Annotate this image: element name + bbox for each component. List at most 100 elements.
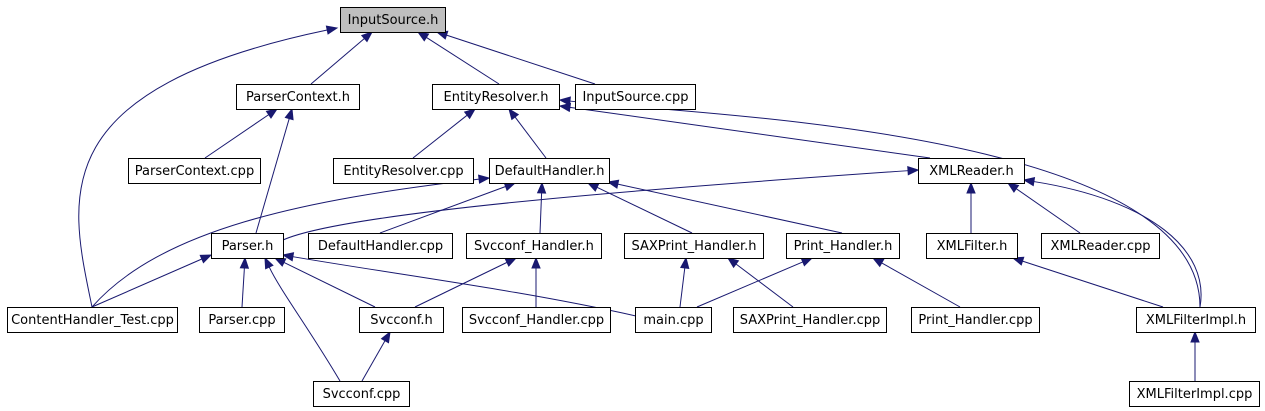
node-parsercontext-h[interactable]: ParserContext.h	[236, 84, 360, 110]
arrowhead-icon	[504, 257, 518, 267]
node-entityresolver-h[interactable]: EntityResolver.h	[432, 84, 560, 110]
edge-line	[414, 261, 508, 308]
arrowhead-icon	[265, 108, 279, 119]
edge-line	[78, 29, 328, 308]
edge-xmlfilterimpl-h-to-entityresolver-h	[558, 96, 1201, 308]
edge-line	[204, 114, 270, 159]
node-contenthandler-test-cpp[interactable]: ContentHandler_Test.cpp	[7, 307, 178, 333]
edge-xmlreader-cpp-to-xmlreader-h	[1006, 182, 1081, 234]
node-defaulthandler-h[interactable]: DefaultHandler.h	[489, 158, 610, 184]
node-svcconf-h[interactable]: Svcconf.h	[359, 307, 444, 333]
node-box	[575, 84, 696, 110]
node-label: DefaultHandler.cpp	[318, 239, 443, 254]
node-box	[128, 158, 261, 184]
node-inputsource-cpp[interactable]: InputSource.cpp	[575, 84, 696, 110]
node-box	[624, 233, 764, 259]
arrowhead-icon	[800, 257, 814, 267]
node-label: Svcconf_Handler.cpp	[469, 313, 604, 328]
arrowhead-icon	[325, 25, 339, 35]
arrowhead-icon	[360, 31, 374, 43]
edge-line	[569, 100, 1201, 308]
arrowhead-icon	[264, 256, 274, 270]
node-parsercontext-cpp[interactable]: ParserContext.cpp	[128, 158, 261, 184]
arrowhead-icon	[586, 182, 600, 192]
edge-parser-cpp-to-parser-h	[239, 256, 250, 308]
node-label: Svcconf.h	[370, 313, 432, 328]
edge-main-cpp-to-parser-h	[281, 252, 637, 317]
edge-contenthandler-test-cpp-to-defaulthandler-h	[91, 174, 491, 308]
edge-line	[514, 116, 547, 159]
arrowhead-icon	[558, 102, 572, 113]
node-parser-cpp[interactable]: Parser.cpp	[199, 307, 285, 333]
arrowhead-icon	[273, 257, 287, 267]
edge-line	[292, 256, 637, 317]
edge-line	[1015, 188, 1081, 234]
arrowhead-icon	[1190, 330, 1200, 343]
node-xmlreader-h[interactable]: XMLReader.h	[918, 158, 1025, 184]
node-xmlfilterimpl-h[interactable]: XMLFilterImpl.h	[1136, 307, 1256, 333]
edge-svcconf-h-to-parser-h	[273, 257, 376, 308]
node-box	[359, 307, 444, 333]
edge-line	[881, 262, 961, 308]
node-svcconf-cpp[interactable]: Svcconf.cpp	[313, 381, 410, 407]
node-xmlfilterimpl-cpp[interactable]: XMLFilterImpl.cpp	[1129, 381, 1260, 407]
edge-line	[268, 266, 341, 382]
edge-line	[283, 261, 376, 308]
edge-contenthandler-test-cpp-to-parser-h	[91, 254, 213, 308]
arrowhead-icon	[1006, 182, 1020, 193]
edge-print-handler-cpp-to-print-handler-h	[871, 257, 961, 308]
node-label: Parser.h	[222, 239, 274, 254]
node-label: Svcconf_Handler.h	[474, 239, 594, 254]
node-print-handler-cpp[interactable]: Print_Handler.cpp	[911, 307, 1040, 333]
node-box	[489, 158, 610, 184]
node-entityresolver-cpp[interactable]: EntityResolver.cpp	[333, 158, 474, 184]
node-xmlreader-cpp[interactable]: XMLReader.cpp	[1041, 233, 1160, 259]
node-label: XMLReader.h	[929, 164, 1014, 179]
node-box	[333, 158, 474, 184]
edge-main-cpp-to-print-handler-h	[696, 257, 814, 308]
node-svcconf-handler-h[interactable]: Svcconf_Handler.h	[466, 233, 602, 259]
edge-svcconf-cpp-to-parser-h	[264, 256, 341, 382]
edge-line	[617, 183, 843, 234]
node-label: InputSource.cpp	[582, 90, 688, 105]
edge-xmlfilterimpl-cpp-to-xmlfilterimpl-h	[1190, 330, 1200, 381]
node-box	[211, 233, 284, 259]
node-label: XMLFilter.h	[937, 239, 1008, 254]
arrowhead-icon	[281, 252, 295, 262]
arrowhead-icon	[726, 257, 740, 269]
node-saxprint-handler-h[interactable]: SAXPrint_Handler.h	[624, 233, 764, 259]
edge-line	[426, 36, 500, 85]
arrowhead-icon	[871, 257, 885, 268]
node-label: EntityResolver.cpp	[343, 164, 463, 179]
edge-line	[539, 192, 543, 234]
edge-xmlfilterimpl-h-to-xmlfilter-h	[1011, 256, 1164, 308]
node-defaulthandler-cpp[interactable]: DefaultHandler.cpp	[308, 233, 453, 259]
edge-contenthandler-test-cpp-to-inputsource-h	[78, 25, 339, 308]
edge-parser-h-to-parsercontext-h	[255, 107, 294, 234]
node-box	[926, 233, 1018, 259]
edge-line	[310, 38, 365, 85]
node-box	[236, 84, 360, 110]
edge-parser-h-to-xmlreader-h	[282, 165, 920, 241]
edge-defaulthandler-cpp-to-defaulthandler-h	[379, 182, 517, 234]
node-parser-h[interactable]: Parser.h	[211, 233, 284, 259]
node-main-cpp[interactable]: main.cpp	[635, 307, 712, 333]
node-saxprint-handler-cpp[interactable]: SAXPrint_Handler.cpp	[733, 307, 887, 333]
node-label: Svcconf.cpp	[323, 387, 401, 402]
edge-print-handler-h-to-defaulthandler-h	[606, 179, 843, 234]
node-svcconf-handler-cpp[interactable]: Svcconf_Handler.cpp	[462, 307, 611, 333]
edge-line	[446, 34, 596, 85]
node-xmlfilter-h[interactable]: XMLFilter.h	[926, 233, 1018, 259]
node-label: XMLReader.cpp	[1051, 239, 1151, 254]
arrowhead-icon	[536, 181, 547, 194]
node-label: main.cpp	[643, 313, 703, 328]
node-print-handler-h[interactable]: Print_Handler.h	[786, 233, 900, 259]
node-box	[313, 381, 410, 407]
edge-line	[91, 258, 203, 308]
node-box	[7, 307, 178, 333]
arrowhead-icon	[239, 256, 250, 269]
node-box	[466, 233, 602, 259]
edge-parsercontext-cpp-to-parsercontext-h	[204, 108, 279, 159]
